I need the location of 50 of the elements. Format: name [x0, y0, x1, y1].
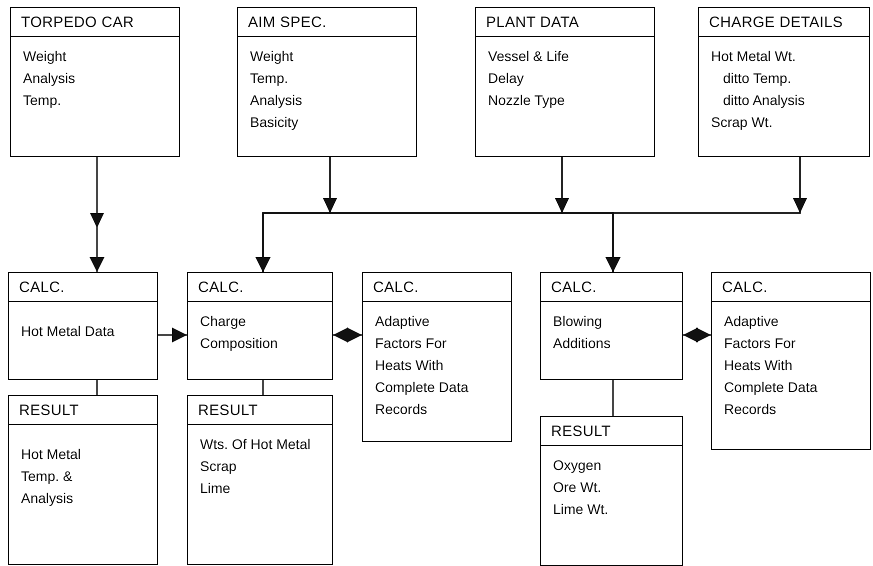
- box-text: Oxygen: [553, 457, 602, 473]
- process-box: [187, 272, 333, 380]
- box-text: Charge Composition: [200, 313, 278, 351]
- box-heading: AIM SPEC.: [248, 14, 327, 31]
- box-text: Hot Metal Temp. & Analysis: [21, 446, 81, 506]
- process-box: [475, 7, 655, 157]
- box-text: Analysis: [23, 70, 76, 86]
- box-text: ditto Analysis: [723, 92, 805, 108]
- process-box: [540, 272, 683, 380]
- box-heading: RESULT: [551, 423, 611, 440]
- box-text: Weight: [23, 48, 66, 64]
- box-text: Ore Wt.: [553, 479, 602, 495]
- box-heading: CHARGE DETAILS: [709, 14, 843, 31]
- box-text: Delay: [488, 70, 524, 86]
- box-text: Nozzle Type: [488, 92, 565, 108]
- box-text: Adaptive Factors For Heats With Complete Data Records: [724, 313, 818, 417]
- process-box: [237, 7, 417, 157]
- box-heading: CALC.: [19, 279, 65, 296]
- box-text: Blowing Additions: [553, 313, 611, 351]
- box-text: Vessel & Life: [488, 48, 569, 64]
- box-heading: CALC.: [373, 279, 419, 296]
- box-text: Adaptive Factors For Heats With Complete Data Records: [375, 313, 468, 417]
- process-box: [8, 395, 158, 565]
- box-heading: CALC.: [722, 279, 768, 296]
- box-text: ditto Temp.: [723, 70, 792, 86]
- box-text: Lime Wt.: [553, 501, 608, 517]
- box-text: Temp.: [23, 92, 62, 108]
- box-heading: CALC.: [198, 279, 244, 296]
- box-heading: RESULT: [19, 402, 79, 419]
- box-text: Temp.: [250, 70, 288, 86]
- box-text: Basicity: [250, 114, 298, 130]
- box-text: Analysis: [250, 92, 302, 108]
- box-heading: RESULT: [198, 402, 258, 419]
- box-text: Scrap: [200, 458, 237, 474]
- box-text: Hot Metal Data: [21, 323, 114, 339]
- box-text: Weight: [250, 48, 294, 64]
- box-text: Scrap Wt.: [711, 114, 772, 130]
- box-text: Lime: [200, 480, 230, 496]
- box-heading: PLANT DATA: [486, 14, 580, 31]
- process-box: [698, 7, 870, 157]
- process-box: [711, 272, 871, 450]
- process-box: [187, 395, 333, 565]
- process-box: [362, 272, 512, 442]
- process-box: [10, 7, 180, 157]
- box-text: Hot Metal Wt.: [711, 48, 796, 64]
- box-heading: TORPEDO CAR: [21, 14, 134, 31]
- box-text: Wts. Of Hot Metal: [200, 436, 310, 452]
- process-box: [540, 416, 683, 566]
- process-box: [8, 272, 158, 380]
- box-heading: CALC.: [551, 279, 597, 296]
